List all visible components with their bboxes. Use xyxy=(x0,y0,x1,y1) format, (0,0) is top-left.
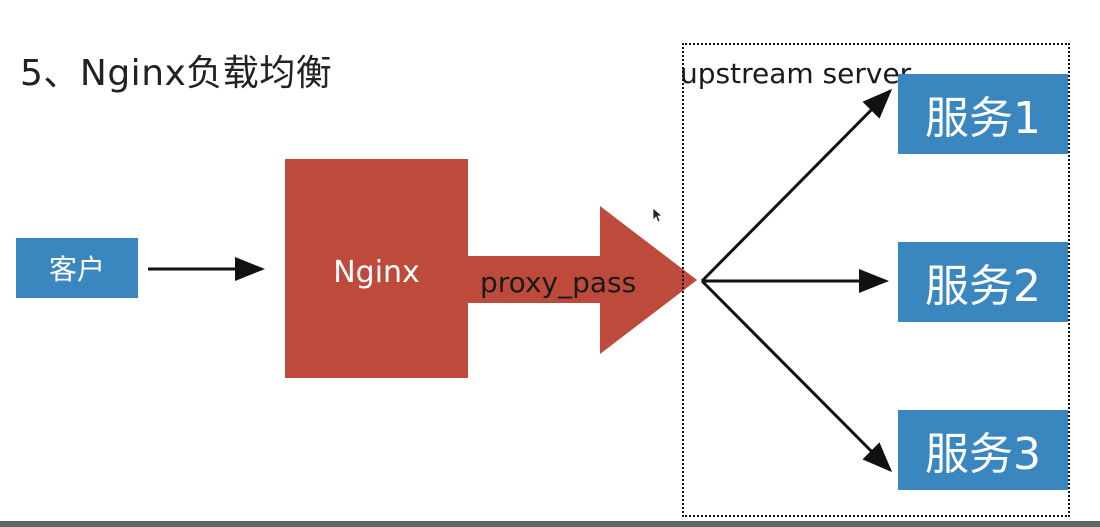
nginx-node: Nginx xyxy=(285,159,468,378)
proxy-pass-arrow xyxy=(468,206,697,354)
upstream-server-group xyxy=(682,43,1070,517)
service-1-node: 服务1 xyxy=(898,74,1068,154)
proxy-pass-label: proxy_pass xyxy=(480,266,637,299)
client-node: 客户 xyxy=(16,238,138,298)
service-3-node: 服务3 xyxy=(898,410,1068,490)
slide-title: 5、Nginx负载均衡 xyxy=(20,53,333,94)
bottom-edge-bar xyxy=(0,521,1100,527)
upstream-server-label: upstream server xyxy=(680,57,912,90)
service-2-node: 服务2 xyxy=(898,242,1068,322)
to-service-3-arrow xyxy=(700,279,893,473)
to-service-1-arrow xyxy=(700,88,893,283)
mouse-cursor-icon xyxy=(652,207,662,223)
